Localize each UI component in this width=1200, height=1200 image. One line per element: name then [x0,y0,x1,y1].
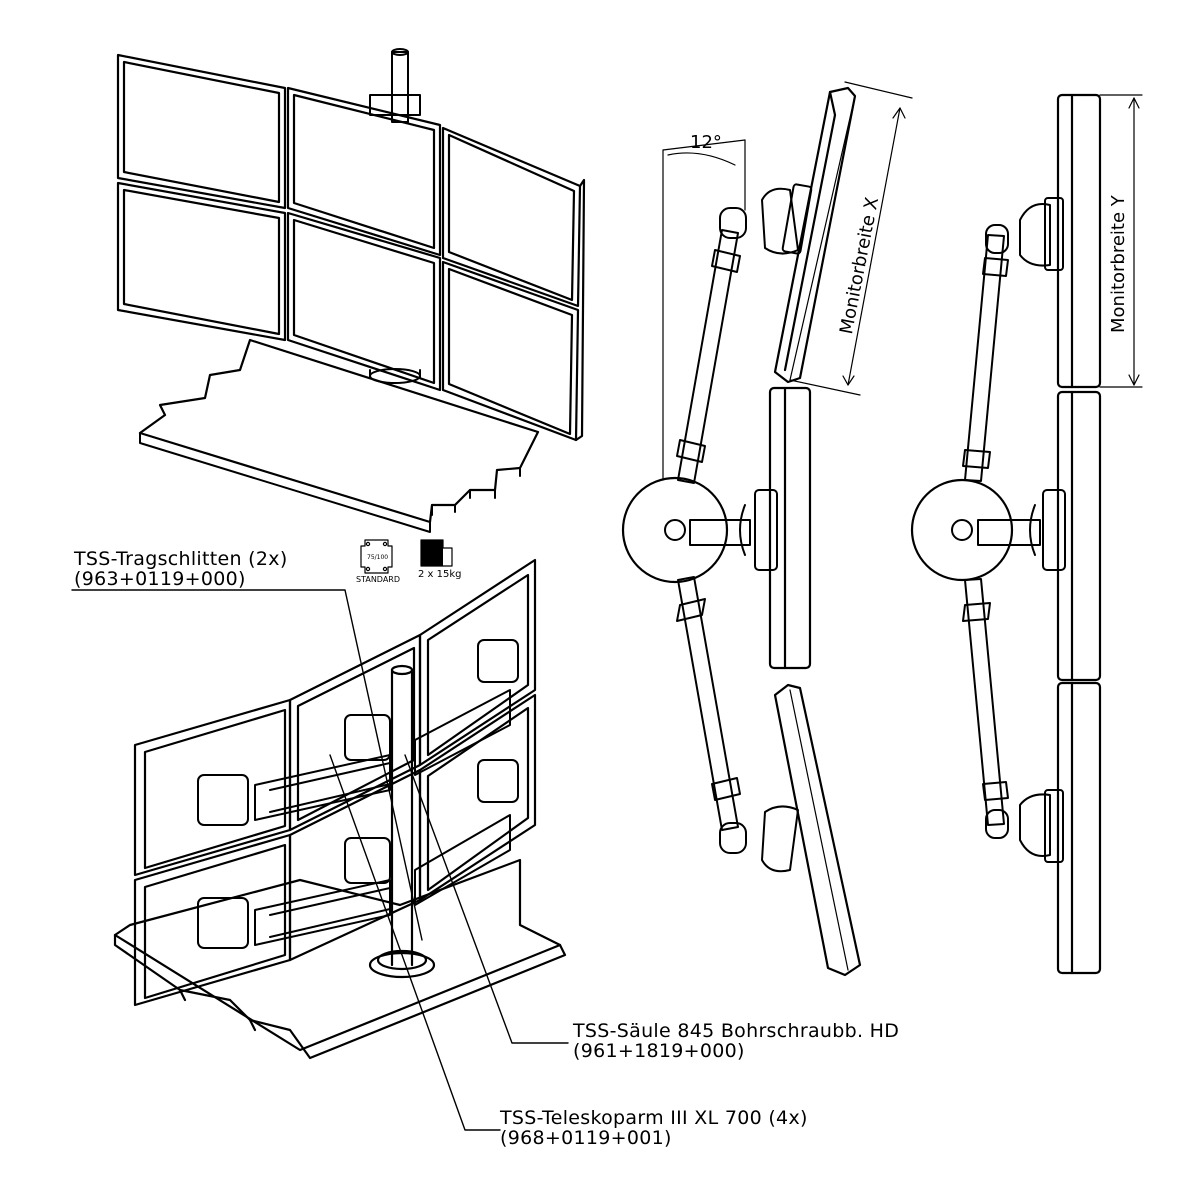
monitor-x-middle [768,386,812,670]
desk-plate-top-view [138,338,540,533]
column-part-code: (961+1819+000) [573,1040,745,1062]
vesa-standard-text: STANDARD [356,575,401,584]
iso-rear-view [113,558,567,1060]
vesa-size-text: 75/100 [367,554,389,561]
angle-arc [667,152,736,166]
plan-view-x [621,81,913,977]
monitor-backs [133,558,537,1007]
upper-arm-x [662,139,747,484]
monitor-x-upper [773,86,857,384]
telescopic-arms-rear-view [197,639,519,949]
weight-icon [420,539,453,567]
slider-part-code: (963+0119+000) [74,568,246,590]
pole-rear-view [368,664,436,979]
leader-arm [329,754,501,1131]
monitor-x-lower [773,683,862,977]
lower-arm-y [962,578,1009,839]
leader-column [404,754,569,1044]
monitor-y-stack [1056,93,1102,975]
arm-part-code: (968+0119+001) [500,1127,672,1149]
pole-circle-y [910,478,1014,582]
load-capacity-text: 2 x 15kg [418,569,462,580]
monitor-width-y-label: Monitorbreite Y [1108,195,1129,333]
dimension-x [789,81,913,396]
dimension-y [1099,94,1143,388]
arm-label: TSS-Teleskoparm III XL 700 (4x) [500,1107,808,1129]
angle-label: 12° [690,132,722,153]
monitor-grid-top-view [116,53,586,442]
pole-circle-x [621,476,729,584]
column-label: TSS-Säule 845 Bohrschraubb. HD [573,1020,900,1042]
leader-lines [71,589,569,1131]
lower-arm-x [676,576,747,854]
vesa-icon [360,539,393,574]
leader-slider [71,589,423,941]
upper-arm-y [962,224,1009,482]
desk-plate-rear-view [113,858,567,1060]
pole-top-view [369,48,421,384]
plan-view-y [910,93,1143,975]
iso-front-view [116,48,586,533]
slider-label: TSS-Tragschlitten (2x) [74,548,288,570]
